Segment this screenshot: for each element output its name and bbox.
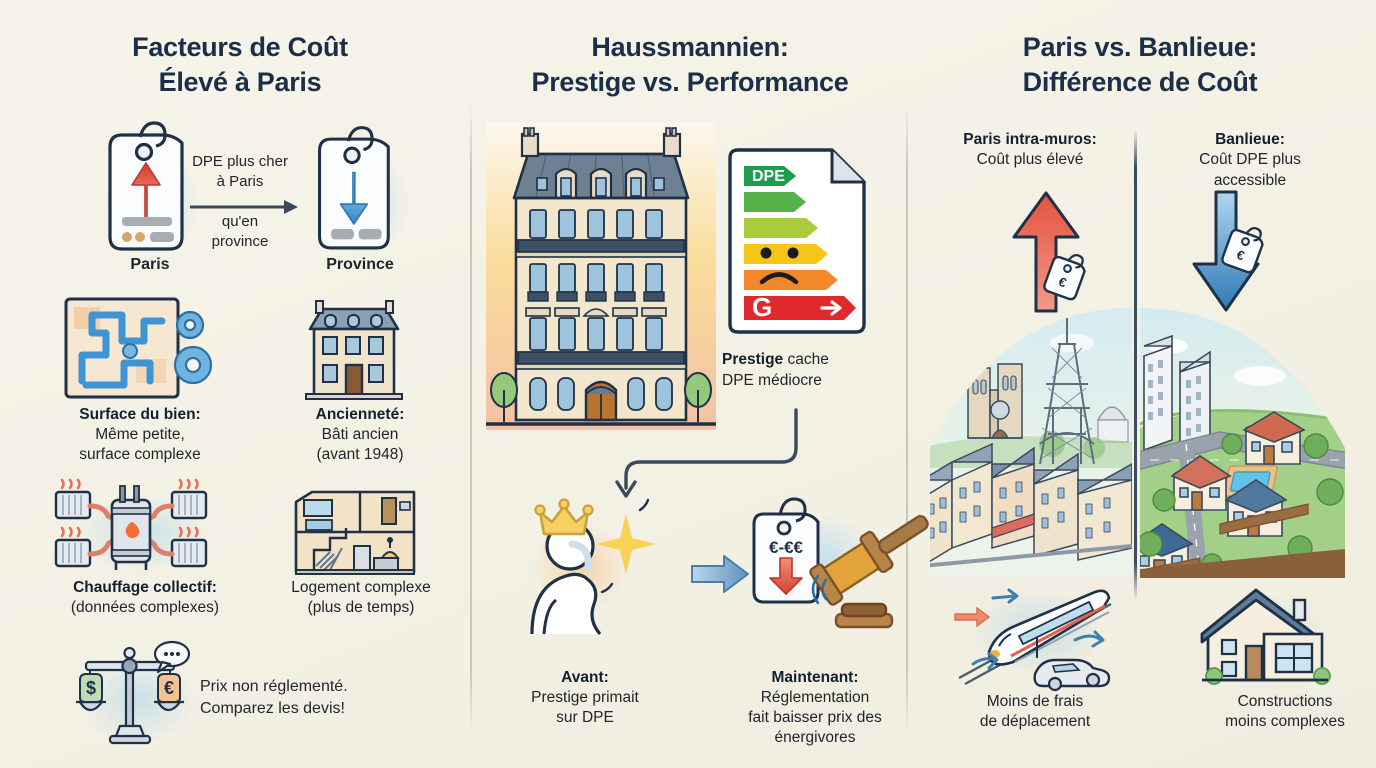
maintenant-caption: Maintenant: Réglementation fait baisser … bbox=[720, 668, 910, 749]
left-footer-line2: Comparez les devis! bbox=[200, 699, 345, 717]
tag-compare-text-top: DPE plus cher à Paris bbox=[180, 152, 300, 191]
boiler-radiators-icon bbox=[54, 478, 208, 570]
suburb-tag-euro-symbol: € bbox=[1235, 247, 1247, 264]
dpe-sad-face-icon bbox=[759, 247, 799, 285]
dpe-header-text: DPE bbox=[752, 168, 785, 185]
compare-line2: à Paris bbox=[216, 172, 264, 190]
paris-price-tag-icon bbox=[108, 121, 184, 251]
maintenant-title: Maintenant: bbox=[771, 669, 859, 686]
suburb-side-sub1: Coût DPE plus bbox=[1199, 151, 1301, 169]
left-item-1-line2: (avant 1948) bbox=[316, 446, 404, 464]
suburb-side-title: Banlieue: bbox=[1215, 131, 1285, 148]
left-column-title: Facteurs de Coût Élevé à Paris bbox=[60, 30, 420, 99]
left-item-1-line1: Bâti ancien bbox=[321, 426, 399, 444]
left-item-0-line1: Même petite, bbox=[95, 426, 185, 444]
crowned-person-icon bbox=[530, 498, 656, 636]
suburb-side-caption: Banlieue: Coût DPE plus accessible bbox=[1150, 130, 1350, 191]
maintenant-tag-text: €-€€ bbox=[769, 538, 804, 557]
suburb-houses-icon bbox=[1140, 308, 1345, 578]
gavel-pricetag-icon: €-€€ bbox=[752, 497, 929, 629]
right-column-title: Paris vs. Banlieue: Différence de Coût bbox=[940, 30, 1340, 99]
transition-arrow-icon bbox=[691, 555, 749, 593]
left-item-3-line1: Logement complexe bbox=[291, 579, 431, 596]
train-car-icon bbox=[954, 588, 1112, 692]
middle-column-title: Haussmannien: Prestige vs. Performance bbox=[490, 30, 890, 99]
dpe-caption-bold: Prestige bbox=[722, 351, 784, 368]
compare-line4: province bbox=[211, 232, 269, 250]
paris-tag-label: Paris bbox=[130, 256, 170, 273]
flow-arrow-icon bbox=[615, 408, 798, 498]
province-tag-label: Province bbox=[326, 256, 394, 273]
left-item-0-line2: surface complexe bbox=[79, 446, 201, 464]
compare-arrow-icon bbox=[190, 200, 298, 214]
paris-side-caption: Paris intra-muros: Coût plus élevé bbox=[920, 130, 1140, 171]
paris-skyline-icon bbox=[930, 308, 1132, 578]
paris-suburb-split-line bbox=[1134, 130, 1137, 600]
paris-cost-up-arrow-icon: € bbox=[1012, 191, 1086, 313]
right-item-1-caption: Constructions moins complexes bbox=[1185, 692, 1376, 733]
scale-left-symbol: $ bbox=[86, 678, 96, 698]
province-price-tag-icon bbox=[318, 126, 390, 250]
right-title-line1: Paris vs. Banlieue: bbox=[1022, 32, 1258, 62]
left-footer-line1: Prix non réglementé. bbox=[200, 678, 348, 695]
dpe-grade-text: G bbox=[752, 292, 772, 322]
tag-compare-text-bottom: qu'en province bbox=[182, 212, 298, 251]
column-divider-left bbox=[470, 104, 472, 734]
left-title-line1: Facteurs de Coût bbox=[132, 32, 348, 62]
middle-title-line1: Haussmannien: bbox=[591, 32, 789, 62]
left-item-3-line2: (plus de temps) bbox=[307, 599, 415, 617]
dpe-caption-line1: Prestige cache bbox=[722, 350, 892, 371]
left-item-0-caption: Surface du bien: Même petite, surface co… bbox=[40, 405, 240, 465]
maintenant-line3: énergivores bbox=[774, 729, 856, 747]
dpe-caption-line2: DPE médiocre bbox=[722, 371, 822, 389]
left-item-2-title: Chauffage collectif: bbox=[73, 579, 217, 596]
suburb-cost-down-arrow-icon: € bbox=[1192, 190, 1264, 312]
right-item-0-line2: de déplacement bbox=[979, 713, 1091, 731]
right-title-line2: Différence de Coût bbox=[1022, 66, 1258, 97]
avant-title: Avant: bbox=[561, 669, 609, 686]
right-item-0-caption: Moins de frais de déplacement bbox=[930, 692, 1140, 733]
house-cutaway-icon bbox=[294, 490, 416, 575]
avant-line2: sur DPE bbox=[556, 709, 614, 727]
dpe-caption-rest: cache bbox=[783, 351, 829, 368]
old-building-icon bbox=[305, 300, 403, 400]
avant-caption: Avant: Prestige primait sur DPE bbox=[500, 668, 670, 728]
simple-house-icon bbox=[1200, 588, 1331, 685]
left-item-1-title: Ancienneté: bbox=[315, 406, 405, 423]
left-item-2-caption: Chauffage collectif: (données complexes) bbox=[40, 578, 250, 618]
left-title-line2: Élevé à Paris bbox=[158, 66, 322, 97]
compare-line1: DPE plus cher bbox=[192, 153, 288, 170]
avant-line1: Prestige primait bbox=[531, 689, 639, 707]
left-footer-caption: Prix non réglementé. Comparez les devis! bbox=[200, 676, 430, 719]
scale-right-symbol: € bbox=[164, 678, 174, 698]
compare-line3: qu'en bbox=[221, 213, 259, 230]
paris-tag-euro-symbol: € bbox=[1057, 274, 1069, 291]
left-item-0-title: Surface du bien: bbox=[79, 406, 201, 423]
maintenant-line1: Réglementation bbox=[760, 689, 870, 707]
paris-side-subtitle: Coût plus élevé bbox=[976, 151, 1084, 169]
right-item-1-line1: Constructions bbox=[1237, 693, 1333, 710]
balance-scale-icon: $ € bbox=[76, 640, 191, 745]
right-item-1-line2: moins complexes bbox=[1225, 713, 1345, 731]
suburb-side-sub2: accessible bbox=[1213, 171, 1287, 189]
maintenant-line2: fait baisser prix des bbox=[748, 709, 882, 727]
haussmann-building-icon bbox=[486, 122, 716, 430]
left-item-1-caption: Ancienneté: Bâti ancien (avant 1948) bbox=[270, 405, 450, 465]
dpe-caption: Prestige cache DPE médiocre bbox=[722, 350, 892, 392]
left-item-3-caption: Logement complexe (plus de temps) bbox=[266, 578, 456, 618]
dpe-certificate-icon: DPE G bbox=[728, 148, 866, 334]
right-item-0-line1: Moins de frais bbox=[986, 693, 1084, 710]
maze-gears-icon bbox=[64, 297, 213, 399]
column-divider-right bbox=[906, 104, 908, 734]
paris-side-title: Paris intra-muros: bbox=[963, 131, 1097, 148]
middle-title-line2: Prestige vs. Performance bbox=[531, 66, 849, 97]
left-item-2-line1: (données complexes) bbox=[70, 599, 220, 617]
